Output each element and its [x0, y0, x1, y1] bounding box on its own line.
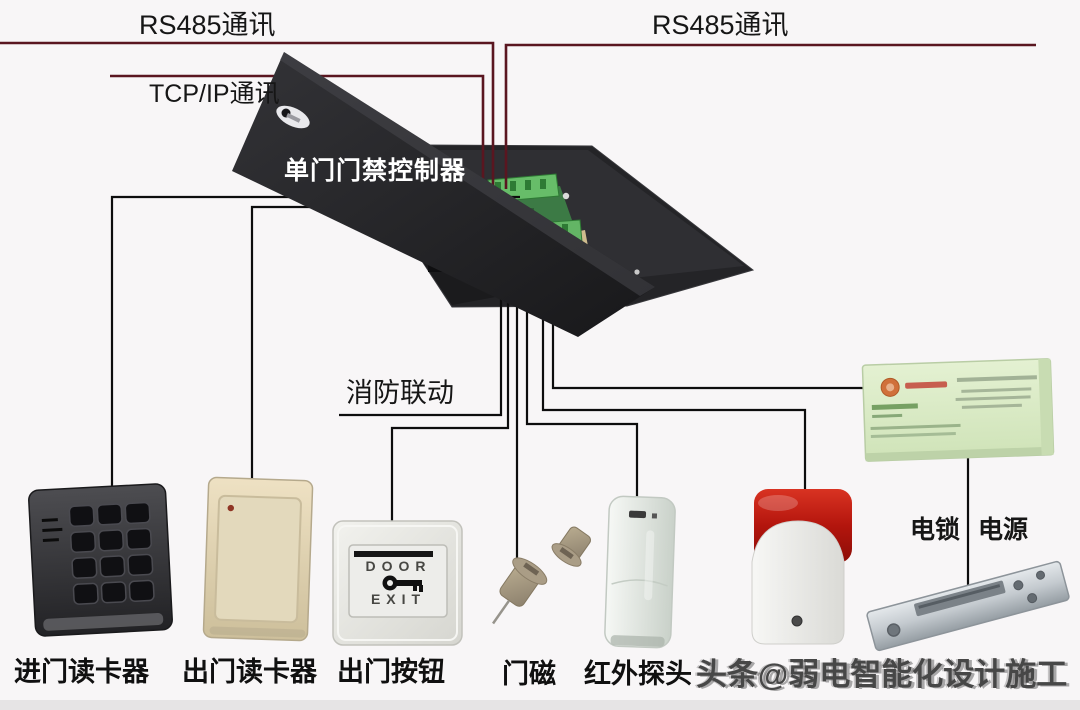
fire-linkage-label: 消防联动 — [346, 378, 454, 408]
exit-button-label: 出门按钮 — [337, 657, 445, 687]
power-supply-label: 电源 — [978, 516, 1029, 544]
ir-detector-label: 红外探头 — [584, 659, 692, 689]
wire-rs485-left — [0, 41, 495, 189]
keypad — [68, 501, 155, 605]
door-magnet-device — [492, 526, 591, 625]
key-icon — [382, 575, 423, 592]
comm-wires — [0, 41, 1036, 189]
bottom-edge-strip — [0, 700, 1080, 710]
wire-ir-detector — [525, 240, 639, 499]
tcpip-label: TCP/IP通讯 — [149, 80, 280, 108]
watermark: 头条@弱电智能化设计施工 — [696, 657, 1068, 692]
screw-hole — [562, 192, 570, 200]
exit-reader-device — [202, 476, 314, 642]
wire-siren — [541, 240, 807, 492]
reader-led — [227, 504, 234, 512]
power-supply-device — [861, 358, 1055, 462]
siren-led — [791, 615, 803, 627]
wire-tcpip — [110, 74, 485, 189]
siren-device — [751, 489, 852, 645]
controller-label: 单门门禁控制器 — [284, 157, 467, 185]
rs485-left-label: RS485通讯 — [139, 10, 276, 40]
controller-lid — [232, 52, 655, 337]
electric-lock-device — [866, 560, 1070, 652]
entry-reader-device — [28, 483, 173, 637]
entry-reader-label: 进门读卡器 — [14, 657, 149, 687]
exit-button-exit-text: EXIT — [370, 591, 427, 607]
rs485-right-label: RS485通讯 — [652, 10, 789, 40]
door-magnet-label: 门磁 — [502, 659, 556, 689]
ir-detector-device — [604, 495, 676, 649]
wire-rs485-right — [504, 43, 1036, 189]
wire-exit-button — [390, 240, 510, 523]
exit-button-device — [332, 520, 463, 646]
exit-button-door-text: DOOR — [365, 558, 432, 574]
screw-hole — [634, 269, 640, 275]
keyhole-icon — [276, 105, 310, 129]
electric-lock-label: 电锁 — [910, 516, 961, 544]
exit-reader-label: 出门读卡器 — [182, 657, 317, 687]
